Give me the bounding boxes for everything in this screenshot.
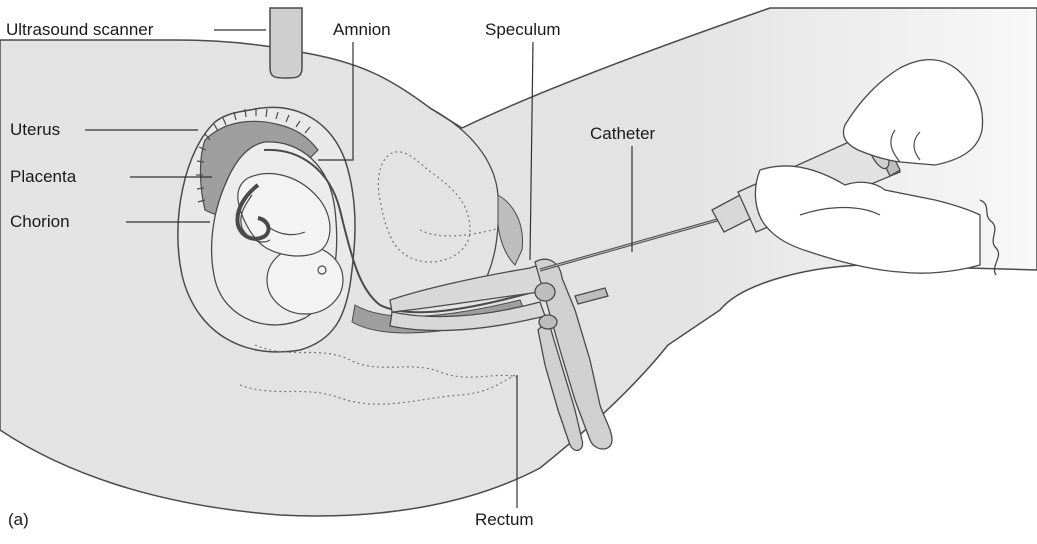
label-amnion: Amnion — [333, 20, 391, 40]
label-placenta: Placenta — [10, 167, 76, 187]
label-rectum: Rectum — [475, 510, 534, 530]
label-uterus: Uterus — [10, 120, 60, 140]
panel-label: (a) — [8, 510, 29, 530]
label-speculum: Speculum — [485, 20, 561, 40]
label-chorion: Chorion — [10, 212, 70, 232]
label-catheter: Catheter — [590, 124, 655, 144]
ultrasound-probe — [270, 8, 302, 78]
label-ultrasound-scanner: Ultrasound scanner — [6, 20, 153, 40]
